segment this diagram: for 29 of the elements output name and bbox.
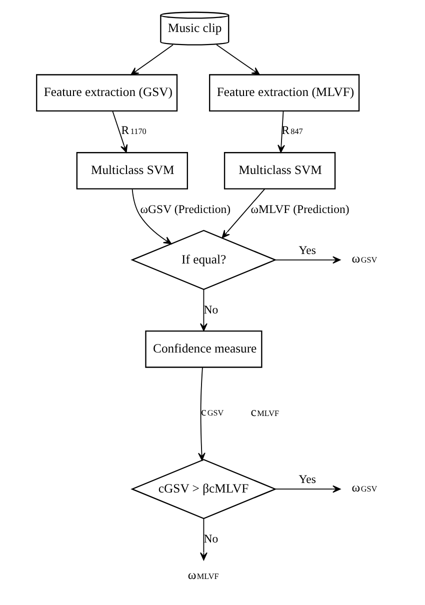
arrow	[277, 110, 284, 153]
arrow	[131, 188, 172, 244]
arrow	[216, 44, 260, 76]
node-diamond: cGSV > βcMLVF	[130, 459, 276, 520]
node-box: Feature extraction (MLVF)	[208, 74, 360, 112]
edge-label: No	[203, 303, 218, 316]
arrow	[274, 256, 340, 264]
arrow	[200, 518, 207, 560]
label: cMLVF	[250, 404, 279, 419]
arrow	[200, 289, 207, 332]
arrow	[274, 485, 340, 493]
edge-label: Yes	[298, 473, 316, 486]
edge-label: cGSV	[200, 406, 224, 419]
edge-label: Yes	[298, 244, 316, 257]
node-box: Multiclass SVM	[223, 152, 336, 190]
node-box: Multiclass SVM	[76, 152, 188, 190]
node-text: ωGSV	[351, 251, 377, 266]
arrow	[198, 367, 205, 461]
node-box: Confidence measure	[144, 330, 262, 368]
edge-label: ωMLVF (Prediction)	[250, 202, 349, 216]
arrow	[112, 110, 128, 153]
edge-label: R1170	[120, 124, 146, 137]
edge-label: ωGSV (Prediction)	[140, 202, 230, 216]
node-text: ωMLVF	[187, 568, 218, 582]
node-box: Feature extraction (GSV)	[36, 74, 178, 112]
arrow	[221, 188, 265, 238]
node-text: ωGSV	[351, 480, 377, 495]
arrow	[130, 44, 173, 76]
edge-label: No	[203, 532, 218, 546]
